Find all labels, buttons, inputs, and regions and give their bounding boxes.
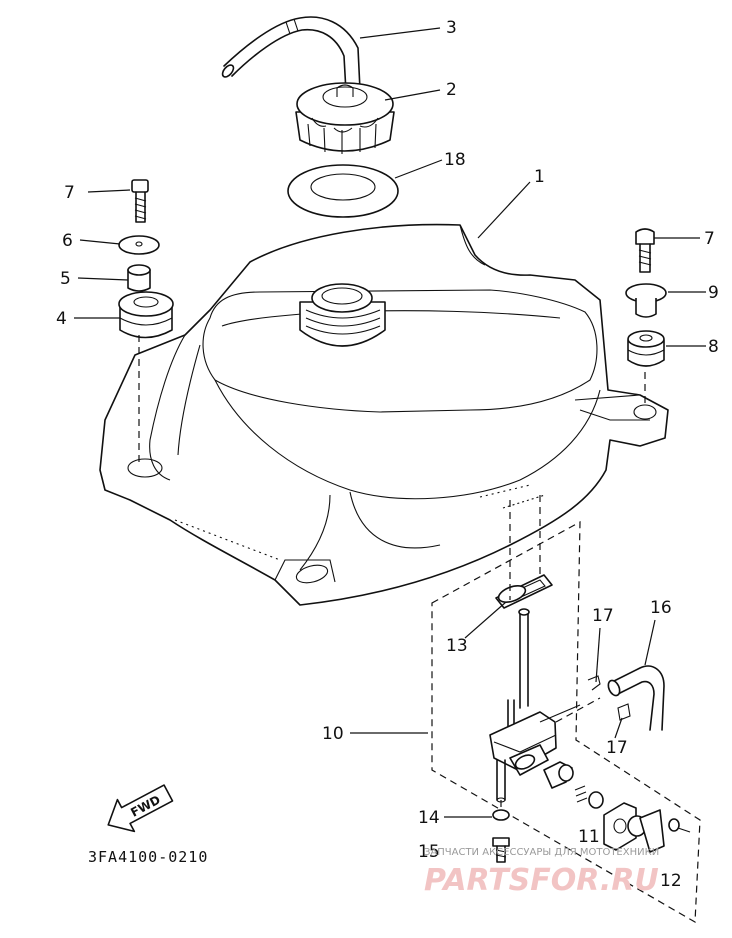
part-drain-screw — [492, 837, 510, 863]
watermark-logo: PARTSFOR.RU — [424, 863, 659, 898]
part-left-washer — [118, 235, 160, 255]
callout-7-right: 7 — [704, 229, 715, 249]
part-cock-lever-kit — [543, 761, 637, 851]
callout-12: 12 — [660, 871, 682, 891]
part-drain-hose — [607, 665, 665, 731]
leader-lines — [74, 27, 706, 818]
callout-7-left: 7 — [64, 183, 75, 203]
callout-1: 1 — [534, 167, 545, 187]
part-right-collar — [625, 283, 667, 318]
part-right-damper — [627, 330, 665, 367]
callout-14: 14 — [418, 808, 440, 828]
watermark-tagline: ЗАПЧАСТИ АКСЕССУАРЫ ДЛЯ МОТОТЕХНИКИ — [424, 847, 659, 858]
part-fuel-cock — [489, 608, 581, 803]
part-right-bolt — [635, 228, 655, 273]
callout-17-lower: 17 — [606, 738, 628, 758]
part-fuel-cap — [295, 82, 395, 154]
part-cap-gasket — [287, 164, 399, 218]
part-filler-neck — [299, 283, 386, 347]
callout-15: 15 — [418, 842, 440, 862]
callout-16: 16 — [650, 598, 672, 618]
part-left-damper — [118, 291, 174, 339]
callout-3: 3 — [446, 18, 457, 38]
tank-outlet-mark — [502, 494, 546, 509]
callout-4: 4 — [56, 309, 67, 329]
callouts: 3 2 18 1 7 6 5 4 7 9 8 13 17 16 10 17 14… — [56, 18, 719, 891]
callout-11: 11 — [578, 827, 600, 847]
part-cock-lever — [627, 809, 691, 853]
part-hose-clip-lower — [617, 703, 631, 721]
callout-2: 2 — [446, 80, 457, 100]
callout-10: 10 — [322, 724, 344, 744]
callout-5: 5 — [60, 269, 71, 289]
callout-6: 6 — [62, 231, 73, 251]
drawing-code: 3FA4100-0210 — [88, 848, 208, 866]
callout-17-upper: 17 — [592, 606, 614, 626]
part-left-collar — [127, 264, 151, 292]
callout-18: 18 — [444, 150, 466, 170]
part-hose-clip-upper — [587, 675, 601, 691]
part-left-bolt — [131, 179, 149, 223]
callout-9: 9 — [708, 283, 719, 303]
part-fuel-hose — [221, 16, 361, 93]
callout-8: 8 — [708, 337, 719, 357]
fuel-cock-assembly-boundary — [431, 520, 701, 924]
hose-assembly-line — [555, 697, 601, 723]
callout-13: 13 — [446, 636, 468, 656]
part-fuel-tank — [99, 223, 669, 606]
forward-direction-arrow: FWD — [107, 784, 174, 833]
part-drain-washer — [492, 809, 510, 821]
